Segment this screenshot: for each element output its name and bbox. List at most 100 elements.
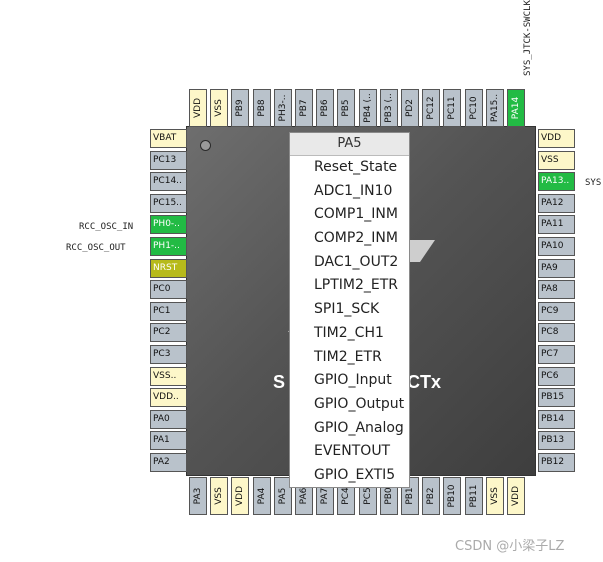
pin-pa13[interactable]: PA13.. (538, 172, 575, 192)
pin-label: PB4 (.. (362, 93, 373, 123)
pin-label: PC10 (468, 96, 479, 120)
pin-label: PA5 (277, 487, 288, 505)
pin-vss[interactable]: VSS (485, 477, 504, 515)
pin-pc2[interactable]: PC2 (150, 323, 187, 343)
watermark: CSDN @小梁子LZ (455, 539, 565, 554)
menu-item-tim2-ch1[interactable]: TIM2_CH1 (314, 324, 384, 341)
menu-item-adc1-in10[interactable]: ADC1_IN10 (314, 182, 393, 199)
pin-pa14[interactable]: PA14 (507, 89, 525, 127)
pin-pd2[interactable]: PD2 (401, 89, 419, 127)
pin-label: PB5 (341, 99, 352, 117)
pin-pb14[interactable]: PB14 (538, 409, 575, 429)
pin-pa3[interactable]: PA3 (189, 477, 207, 515)
pin-pb15[interactable]: PB15 (538, 388, 575, 408)
pin-pa4[interactable]: PA4 (252, 477, 271, 515)
pin-pc15[interactable]: PC15.. (150, 193, 187, 213)
menu-item-gpio-output[interactable]: GPIO_Output (314, 395, 405, 412)
pin-pa12[interactable]: PA12 (538, 193, 575, 213)
pin-vdd[interactable]: VDD (231, 477, 250, 515)
pin-ph1[interactable]: PH1-.. (150, 237, 187, 256)
pin-pb11[interactable]: PB11 (464, 477, 483, 515)
pin-vdd[interactable]: VDD (507, 477, 525, 515)
pin-label: PB7 (299, 99, 309, 117)
pin-pc13[interactable]: PC13 (150, 150, 187, 170)
pin-ph0[interactable]: PH0-.. (150, 215, 187, 235)
pin-label: PB11 (468, 484, 479, 508)
pin-label: PB10 (447, 484, 458, 508)
pin-label: PA4 (256, 487, 267, 505)
pin-pc12[interactable]: PC12 (422, 89, 441, 127)
pin-vdd[interactable]: VDD.. (150, 388, 187, 408)
pin-pc3[interactable]: PC3 (150, 345, 187, 364)
pin-vss[interactable]: VSS.. (150, 366, 187, 386)
pin-pb10[interactable]: PB10 (443, 477, 462, 515)
pin-label: VDD (193, 97, 203, 119)
pin-label: PA14 (511, 96, 521, 120)
pin-pc7[interactable]: PC7 (538, 345, 575, 364)
menu-item-spi1-sck[interactable]: SPI1_SCK (314, 301, 380, 318)
pin-pa1[interactable]: PA1 (150, 431, 187, 451)
pin-label: PH3-.. (277, 94, 288, 122)
menu-item-comp2-inm[interactable]: COMP2_INM (314, 230, 398, 247)
pin-label: PB9 (235, 99, 246, 117)
pin-label: PB6 (320, 99, 331, 117)
pin-pa11[interactable]: PA11 (538, 215, 575, 235)
top-pin-annotation: SYS_JTCK-SWCLK (523, 0, 533, 76)
pin-pc6[interactable]: PC6 (538, 366, 575, 386)
pin-pb7[interactable]: PB7 (295, 89, 313, 127)
pin-pc11[interactable]: PC11 (443, 89, 462, 127)
pin-vbat[interactable]: VBAT (150, 129, 187, 148)
pin-pc9[interactable]: PC9 (538, 301, 575, 321)
pin-label: PA3 (193, 487, 203, 505)
pin-label: VDD (235, 485, 246, 507)
pin-pb13[interactable]: PB13 (538, 431, 575, 451)
chip-name-left: S (273, 372, 286, 392)
pin-pa15[interactable]: PA15.. (485, 89, 504, 127)
menu-item-reset-state[interactable]: Reset_State (314, 159, 398, 175)
pin-pb2[interactable]: PB2 (422, 477, 441, 515)
pin-pc1[interactable]: PC1 (150, 301, 187, 321)
menu-item-gpio-input[interactable]: GPIO_Input (314, 372, 392, 389)
menu-item-eventout[interactable]: EVENTOUT (314, 443, 391, 460)
pin-pb6[interactable]: PB6 (316, 89, 335, 127)
pin-pb3[interactable]: PB3 (.. (379, 89, 398, 127)
pin-pc8[interactable]: PC8 (538, 323, 575, 343)
pin-vss[interactable]: VSS (210, 89, 229, 127)
menu-item-gpio-exti5[interactable]: GPIO_EXTI5 (314, 466, 396, 483)
pin-label: VDD (511, 485, 521, 507)
pin-vss[interactable]: VSS (538, 150, 575, 170)
chip-name-right: CTx (407, 372, 442, 392)
pin-pb8[interactable]: PB8 (252, 89, 271, 127)
menu-item-tim2-etr[interactable]: TIM2_ETR (314, 348, 382, 365)
menu-item-comp1-inm[interactable]: COMP1_INM (314, 206, 398, 223)
pin-label: PA15.. (489, 93, 500, 123)
pin-pa8[interactable]: PA8 (538, 280, 575, 300)
pin-pa9[interactable]: PA9 (538, 258, 575, 278)
pin-label: VSS (489, 487, 500, 505)
pin-pc14[interactable]: PC14.. (150, 172, 187, 192)
pin-pb12[interactable]: PB12 (538, 453, 575, 472)
menu-item-dac1-out2[interactable]: DAC1_OUT2 (314, 253, 399, 270)
pin-pb5[interactable]: PB5 (337, 89, 356, 127)
pin-pc0[interactable]: PC0 (150, 280, 187, 300)
pin-pa5[interactable]: PA5 (273, 477, 292, 515)
rcc-osc-in-label: RCC_OSC_IN (79, 222, 134, 232)
pin-pa0[interactable]: PA0 (150, 409, 187, 429)
pin-pb9[interactable]: PB9 (231, 89, 250, 127)
menu-item-gpio-analog[interactable]: GPIO_Analog (314, 419, 404, 436)
pin-vdd[interactable]: VDD (189, 89, 207, 127)
pin-nrst[interactable]: NRST (150, 258, 187, 278)
pin-pa10[interactable]: PA10 (538, 237, 575, 256)
menu-item-lptim2-etr[interactable]: LPTIM2_ETR (314, 277, 399, 294)
pin-vss[interactable]: VSS (210, 477, 229, 515)
pin-pc10[interactable]: PC10 (464, 89, 483, 127)
pin-label: PB3 (.. (383, 93, 394, 123)
pin-pb4[interactable]: PB4 (.. (358, 89, 377, 127)
pin-ph3[interactable]: PH3-.. (273, 89, 292, 127)
pin1-marker-dot (200, 140, 211, 151)
pin-label: VSS (214, 487, 225, 505)
pin-pa2[interactable]: PA2 (150, 453, 187, 472)
pin-vdd[interactable]: VDD (538, 129, 575, 148)
